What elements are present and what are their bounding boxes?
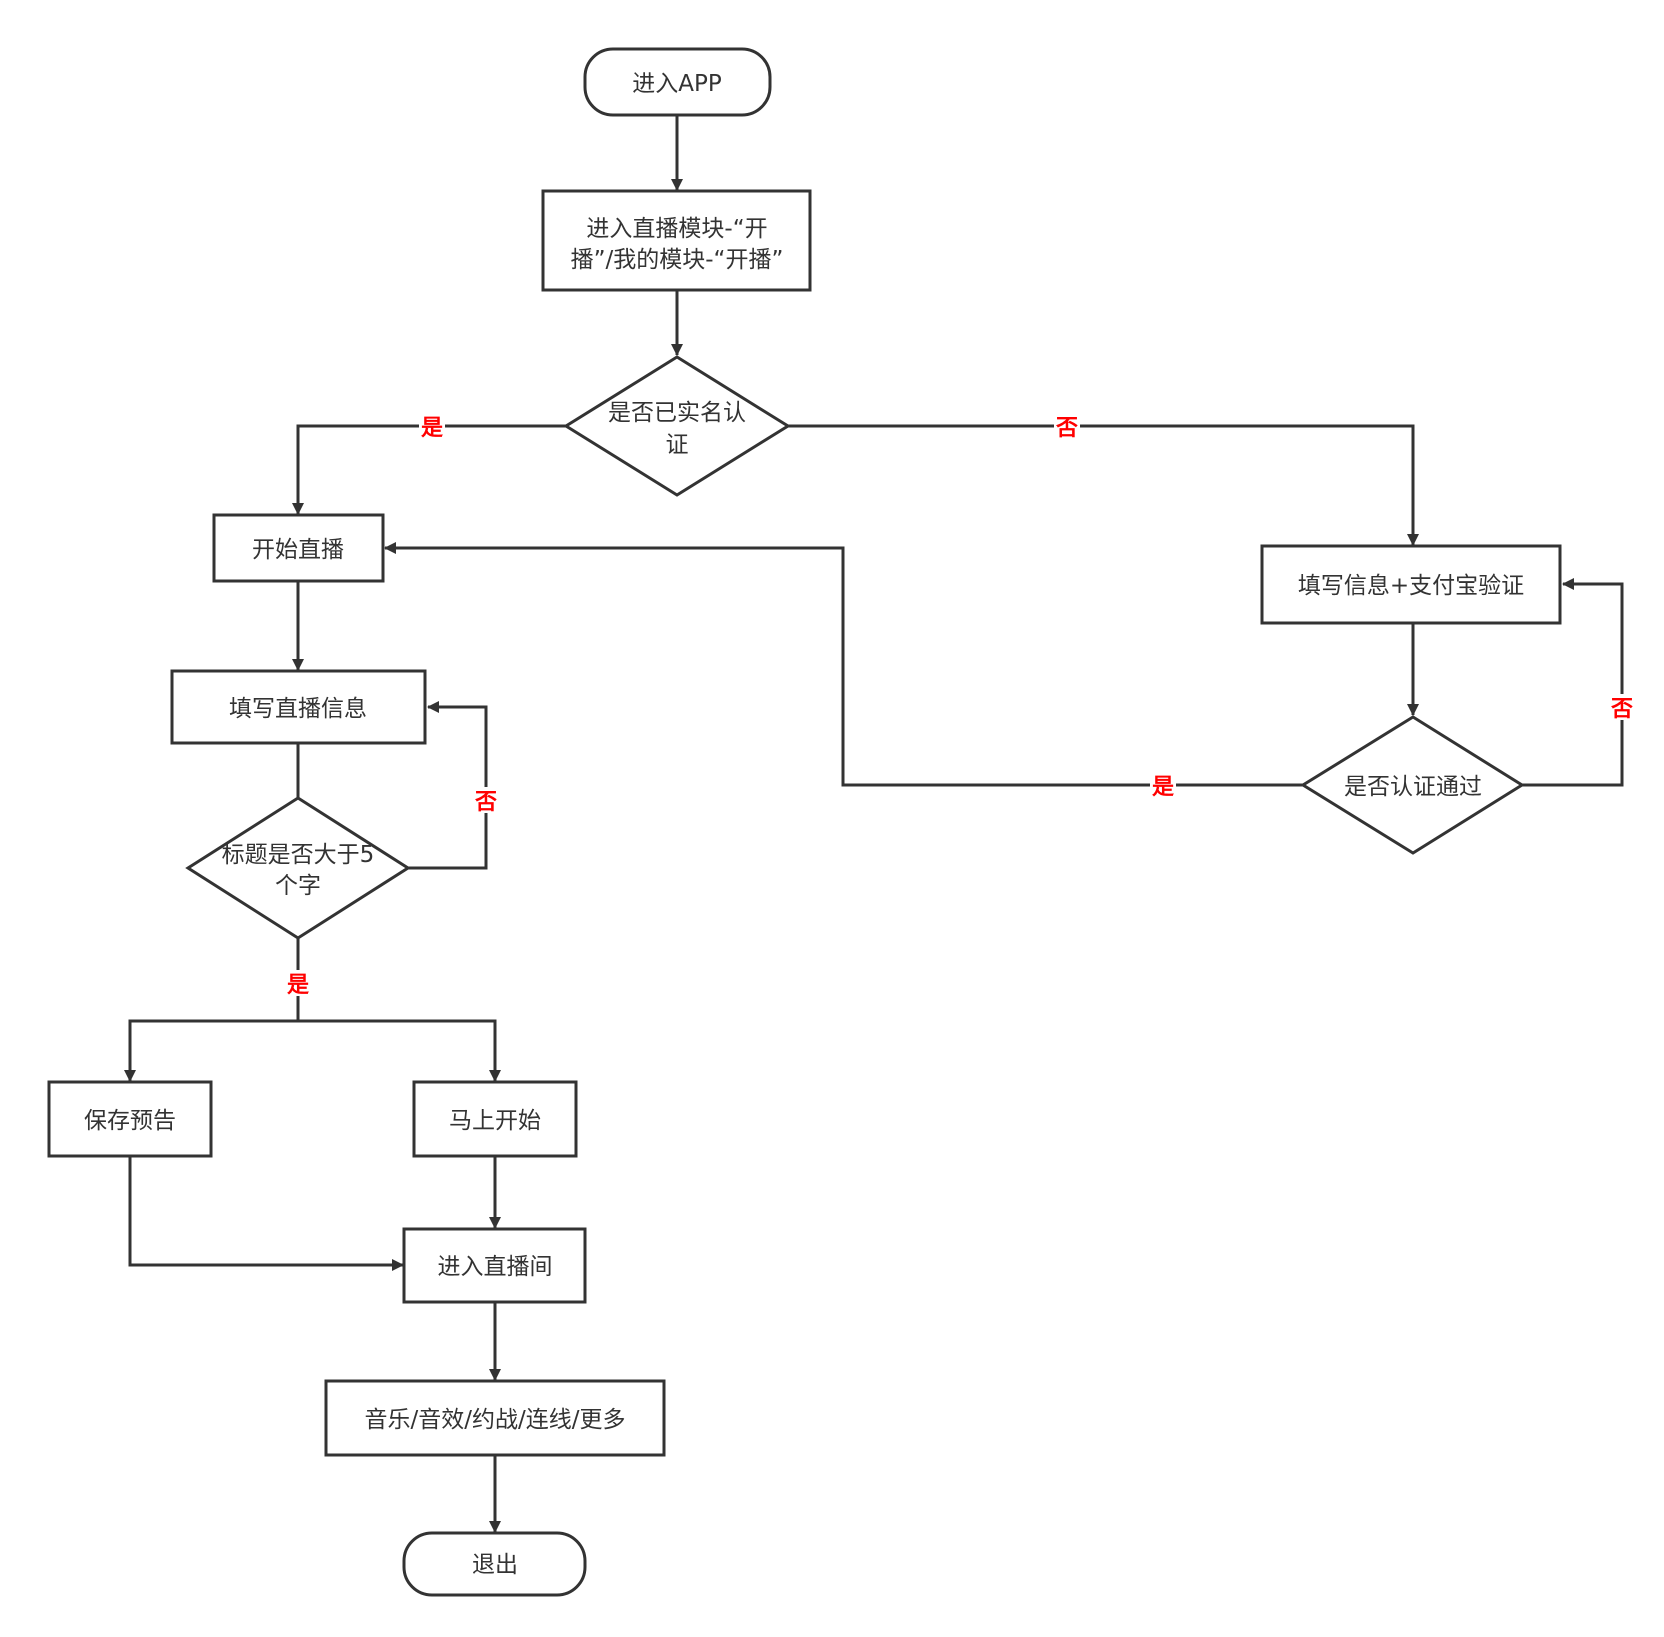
edge-realname-yes (292, 424, 566, 515)
label-bg (473, 787, 499, 813)
node-start-live: 开始直播 (212, 513, 385, 583)
node-start-now-label: 马上开始 (449, 1108, 541, 1134)
edge-label-title-no: 否 (474, 790, 497, 815)
node-enter-app: 进入APP (583, 47, 772, 117)
edge-verify-no (1522, 578, 1624, 787)
edge-label-verify-yes: 是 (1152, 775, 1174, 800)
node-fill-verify-label: 填写信息+支付宝验证 (1298, 573, 1524, 599)
node-start-now: 马上开始 (412, 1080, 578, 1158)
node-realname-check: 是否已实名认 证 (563, 355, 791, 497)
edge-label-title-yes: 是 (287, 973, 309, 998)
node-features-label: 音乐/音效/约战/连线/更多 (365, 1407, 626, 1433)
node-title-check: 标题是否大于5 个字 (185, 796, 411, 940)
label-bg (419, 413, 445, 439)
node-exit: 退出 (402, 1531, 587, 1597)
edge-label-verify-no: 否 (1610, 697, 1633, 722)
edge-label-realname-yes: 是 (421, 416, 443, 441)
edge-title-yes-branch (298, 1019, 501, 1082)
node-enter-module-label-2: 播”/我的模块-“开播” (571, 247, 784, 273)
label-bg (1609, 694, 1635, 720)
label-bg (285, 970, 311, 996)
edge-title-yes (124, 938, 300, 1082)
node-enter-module: 进入直播模块-“开 播”/我的模块-“开播” (541, 189, 812, 292)
node-enter-module-label-1: 进入直播模块-“开 (586, 216, 767, 242)
node-title-check-label-2: 个字 (275, 873, 321, 899)
node-realname-check-label-2: 证 (666, 432, 689, 458)
node-fill-live-info: 填写直播信息 (170, 669, 427, 745)
node-fill-live-info-label: 填写直播信息 (229, 696, 367, 722)
node-enter-room-label: 进入直播间 (438, 1254, 553, 1280)
node-realname-check-label-1: 是否已实名认 (608, 400, 746, 426)
label-bg (1054, 413, 1080, 439)
node-exit-label: 退出 (472, 1552, 518, 1578)
node-enter-room: 进入直播间 (402, 1227, 587, 1304)
node-enter-app-label: 进入APP (632, 71, 722, 97)
node-verify-passed: 是否认证通过 (1300, 715, 1525, 855)
edge-save-to-room (128, 1157, 404, 1271)
edge-verify-yes (384, 542, 1303, 787)
edge-realname-no (788, 424, 1419, 546)
label-bg (1150, 772, 1176, 798)
node-start-live-label: 开始直播 (252, 537, 344, 563)
node-verify-passed-label: 是否认证通过 (1344, 774, 1482, 800)
node-fill-verify: 填写信息+支付宝验证 (1260, 544, 1562, 625)
node-features: 音乐/音效/约战/连线/更多 (324, 1379, 666, 1457)
node-save-preview: 保存预告 (47, 1080, 213, 1158)
node-save-preview-label: 保存预告 (84, 1108, 176, 1134)
node-title-check-label-1: 标题是否大于5 (222, 842, 375, 868)
edge-label-realname-no: 否 (1055, 416, 1078, 441)
